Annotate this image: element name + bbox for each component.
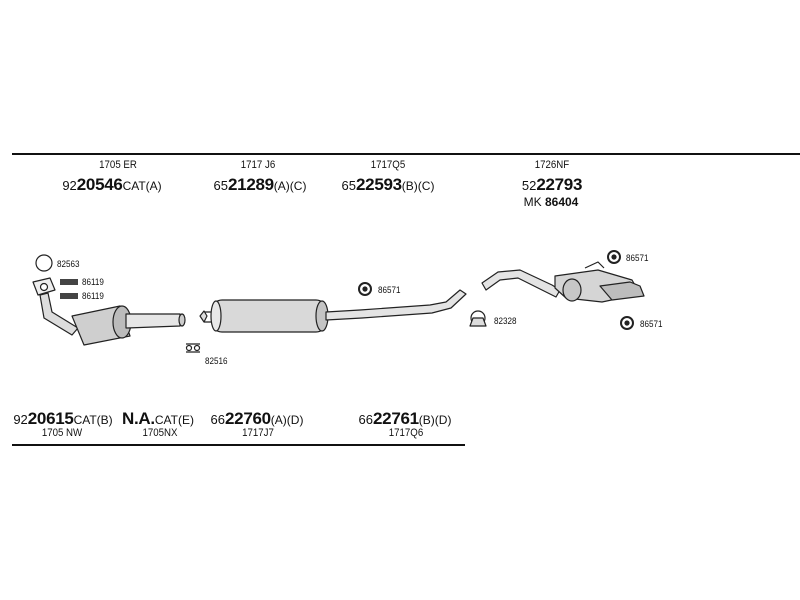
bottom-part-1[interactable]: 9220615CAT(B) [0,410,128,427]
top-part-4-extra[interactable]: MK 86404 [506,196,596,208]
top-part-1[interactable]: 9220546CAT(A) [42,176,182,193]
top-part-4[interactable]: 5222793 [482,176,622,193]
part-86119-label-a[interactable]: 86119 [82,277,104,287]
top-part-4-number: 22793 [536,175,583,194]
top-oe-4: 1726NF [534,159,570,171]
bottom-divider [12,444,465,446]
top-part-3-prefix: 65 [341,178,357,193]
top-part-1-number: 20546 [76,175,123,194]
bottom-oe-2: 1705NX [142,427,178,439]
part-82328-label[interactable]: 82328 [494,316,517,326]
catalytic-converter-icon [39,292,186,346]
part-86571-top-label[interactable]: 86571 [626,253,649,263]
rubber-hanger-icon [469,310,487,327]
rear-silencer-icon [481,261,645,303]
bottom-part-3[interactable]: 6622760(A)(D) [192,410,322,427]
part-86571-low-label[interactable]: 86571 [640,319,663,329]
part-86119-label-b[interactable]: 86119 [82,291,104,301]
bottom-part-2[interactable]: N.A.CAT(E) [108,410,208,427]
bottom-part-4-prefix: 66 [358,412,374,427]
top-part-3[interactable]: 6522593(B)(C) [318,176,458,193]
top-part-3-number: 22593 [356,175,402,194]
bottom-part-1-number: 20615 [27,409,74,428]
bottom-oe-3: 1717J7 [242,427,274,439]
bottom-oe-4: 1717Q6 [388,427,424,439]
bottom-part-3-suffix: (A)(D) [270,413,304,427]
top-part-1-suffix: CAT(A) [122,179,162,193]
bottom-part-4[interactable]: 6622761(B)(D) [340,410,470,427]
top-oe-3: 1717Q5 [370,159,406,171]
top-part-3-suffix: (B)(C) [401,179,435,193]
bottom-part-4-number: 22761 [373,409,419,428]
gasket-ring-icon [35,254,53,272]
pipe-clamp-icon [185,343,201,353]
mounting-rubber-icon-2 [607,250,621,264]
mounting-rubber-icon-1 [358,282,372,296]
top-oe-1: 1705 ER [99,159,137,171]
stud-icon-1 [60,279,78,285]
top-oe-2: 1717 J6 [240,159,276,171]
top-part-4-extra-prefix: MK [523,195,542,209]
bottom-part-3-number: 22760 [225,409,271,428]
top-part-4-prefix: 52 [521,178,537,193]
middle-silencer-icon [199,299,329,333]
top-part-4-extra-number: 86404 [544,195,579,209]
bottom-part-1-suffix: CAT(B) [73,413,113,427]
top-divider [12,153,800,155]
top-part-2-number: 21289 [228,175,274,194]
top-part-2-prefix: 65 [213,178,229,193]
bottom-part-1-prefix: 92 [13,412,28,427]
top-part-2[interactable]: 6521289(A)(C) [190,176,330,193]
bottom-part-3-prefix: 66 [210,412,226,427]
front-flange-icon [32,277,56,296]
bottom-part-4-suffix: (B)(D) [418,413,452,427]
bottom-part-2-number: N.A. [122,409,155,428]
bottom-oe-1: 1705 NW [41,427,83,439]
intermediate-pipe-icon [325,289,467,321]
part-82563-label[interactable]: 82563 [57,259,80,269]
part-86571-mid-label[interactable]: 86571 [378,285,401,295]
top-part-2-suffix: (A)(C) [273,179,307,193]
stud-icon-2 [60,293,78,299]
bottom-part-2-suffix: CAT(E) [154,413,194,427]
top-part-1-prefix: 92 [62,178,77,193]
mounting-rubber-icon-3 [620,316,634,330]
part-82516-label[interactable]: 82516 [205,356,228,366]
